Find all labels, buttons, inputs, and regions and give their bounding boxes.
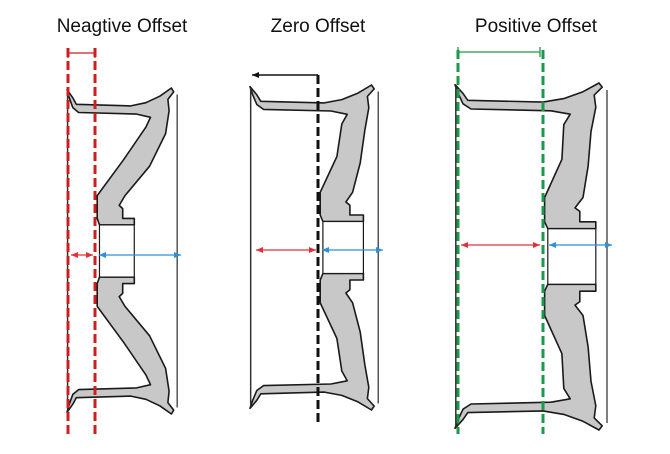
negative-wheel-lower-profile xyxy=(66,276,175,415)
zero-wheel-upper-profile xyxy=(249,84,376,223)
zero-offset-title: Zero Offset xyxy=(270,16,366,37)
positive-offset-bracket xyxy=(457,47,541,57)
positive-offset-title: Positive Offset xyxy=(474,16,598,37)
negative-offset-bracket xyxy=(67,48,96,58)
zero-wheel-lower-profile xyxy=(249,272,376,411)
zero-wheel-hub-bore xyxy=(322,220,364,275)
negative-wheel-upper-profile xyxy=(66,87,175,226)
positive-wheel-upper-profile xyxy=(454,82,604,230)
negative-offset-title: Neagtive Offset xyxy=(56,16,188,37)
positive-wheel-hub-bore xyxy=(547,228,597,285)
positive-wheel-lower-profile xyxy=(454,283,604,431)
negative-wheel-hub-bore xyxy=(98,224,135,278)
